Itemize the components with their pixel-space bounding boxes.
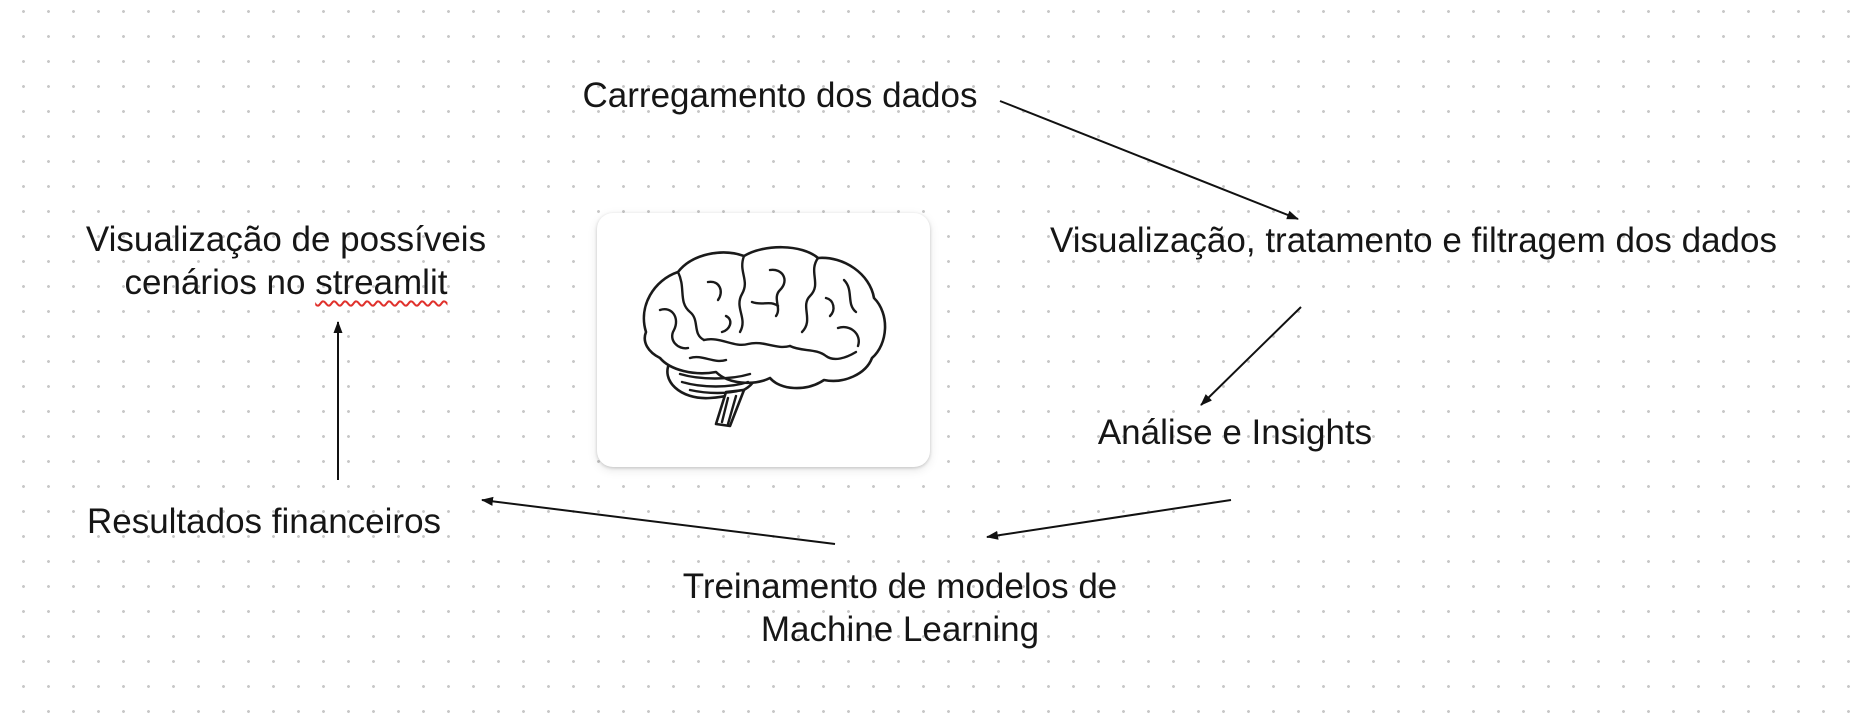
node-analise-e-insights[interactable]: Análise e Insights xyxy=(1090,411,1380,454)
node-visualizacao-tratamento-filtragem[interactable]: Visualização, tratamento e filtragem dos… xyxy=(1035,219,1792,262)
node-treinamento-machine-learning[interactable]: Treinamento de modelos de Machine Learni… xyxy=(665,565,1135,651)
node-visualizacao-cenarios-streamlit[interactable]: Visualização de possíveis cenários no st… xyxy=(70,218,502,304)
node-label: Análise e Insights xyxy=(1097,413,1373,452)
node-label: Visualização, tratamento e filtragem dos… xyxy=(1050,221,1777,260)
brain-image-card[interactable] xyxy=(597,213,930,467)
brain-icon xyxy=(642,245,886,428)
node-label-line-1: Visualização de possíveis xyxy=(85,220,487,259)
node-label: Resultados financeiros xyxy=(86,502,442,541)
node-label-line-1: Treinamento de modelos de xyxy=(682,567,1118,606)
arrow-analise-to-treinamento xyxy=(986,499,1232,540)
node-resultados-financeiros[interactable]: Resultados financeiros xyxy=(74,500,454,543)
node-label: Carregamento dos dados xyxy=(582,76,978,115)
arrow-carregamento-to-visualizacao xyxy=(999,100,1299,220)
node-label-line-2: Machine Learning xyxy=(760,610,1040,649)
arrow-treinamento-to-resultados xyxy=(481,496,836,545)
node-label-prefix: cenários no xyxy=(124,263,316,302)
arrow-visualizacao-to-analise xyxy=(1200,306,1302,406)
spellcheck-flagged-word[interactable]: streamlit xyxy=(315,263,448,302)
node-label-line-2: cenários no streamlit xyxy=(70,261,502,304)
node-carregamento-dos-dados[interactable]: Carregamento dos dados xyxy=(575,74,985,117)
